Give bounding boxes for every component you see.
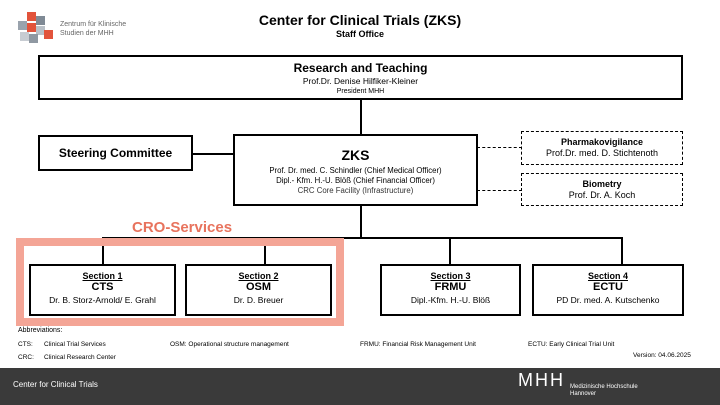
- section-3-box: Section 3 FRMU Dipl.-Kfm. H.-U. Blöß: [380, 264, 521, 316]
- research-person: Prof.Dr. Denise Hilfiker-Kleiner: [302, 76, 419, 86]
- abbr-cts-key: CTS:: [18, 341, 33, 348]
- cro-services-label: CRO-Services: [132, 219, 233, 236]
- zks-line-1: Prof. Dr. med. C. Schindler (Chief Medic…: [269, 166, 442, 175]
- connector-section-4: [621, 237, 623, 265]
- connector-zks-sections: [360, 205, 362, 238]
- section-4-abbr: ECTU: [593, 281, 623, 293]
- section-1-person: Dr. B. Storz-Arnold/ E. Grahl: [49, 295, 156, 305]
- mhh-line-2: Hannover: [570, 391, 597, 397]
- connector-sections-bus: [102, 237, 622, 239]
- abbr-frmu: FRMU: Financial Risk Management Unit: [360, 341, 476, 348]
- footer-center-label: Center for Clinical Trials: [13, 380, 98, 389]
- page-title: Center for Clinical Trials (ZKS): [258, 12, 462, 28]
- research-teaching-box: Research and Teaching Prof.Dr. Denise Hi…: [38, 55, 683, 100]
- connector-zks-pharma: [477, 147, 522, 148]
- pharmakovigilance-box: Pharmakovigilance Prof.Dr. med. D. Stich…: [521, 131, 683, 165]
- connector-section-3: [449, 237, 451, 265]
- biometry-person: Prof. Dr. A. Koch: [568, 190, 636, 200]
- abbr-ectu: ECTU: Early Clinical Trial Unit: [528, 341, 615, 348]
- connector-zks-biometry: [477, 190, 522, 191]
- section-3-person: Dipl.-Kfm. H.-U. Blöß: [410, 295, 491, 305]
- abbr-osm: OSM: Operational structure management: [170, 341, 289, 348]
- section-2-number: Section 2: [238, 271, 279, 281]
- section-4-number: Section 4: [587, 271, 628, 281]
- section-2-box: Section 2 OSM Dr. D. Breuer: [185, 264, 332, 316]
- section-2-abbr: OSM: [245, 281, 272, 293]
- cro-services-frame: [16, 238, 344, 326]
- version-label: Version: 04.06.2025: [633, 352, 691, 359]
- zks-puzzle-logo-icon: [18, 12, 58, 48]
- zks-line-2: Dipl.- Kfm. H.-U. Blöß (Chief Financial …: [276, 176, 435, 185]
- research-role: President MHH: [336, 88, 385, 95]
- steering-label: Steering Committee: [58, 146, 173, 160]
- footer-bar: Center for Clinical Trials MHH Medizinis…: [0, 368, 720, 405]
- zks-box: ZKS Prof. Dr. med. C. Schindler (Chief M…: [233, 134, 478, 206]
- pharma-title: Pharmakovigilance: [560, 137, 644, 147]
- connector-steering-zks: [192, 153, 234, 155]
- section-1-abbr: CTS: [91, 281, 114, 293]
- abbr-cts-value: Clinical Trial Services: [44, 341, 106, 348]
- section-1-number: Section 1: [82, 271, 123, 281]
- section-2-person: Dr. D. Breuer: [233, 295, 284, 305]
- mhh-logo-text: Medizinische Hochschule Hannover: [570, 384, 638, 398]
- zks-line-3: CRC Core Facility (Infrastructure): [297, 186, 414, 195]
- connector-section-2: [264, 237, 266, 265]
- section-4-person: PD Dr. med. A. Kutschenko: [556, 295, 660, 305]
- research-title: Research and Teaching: [293, 61, 428, 75]
- section-1-box: Section 1 CTS Dr. B. Storz-Arnold/ E. Gr…: [29, 264, 176, 316]
- mhh-line-1: Medizinische Hochschule: [570, 384, 638, 390]
- section-3-abbr: FRMU: [434, 281, 467, 293]
- page-subtitle: Staff Office: [335, 29, 384, 39]
- abbreviations-heading: Abbreviations:: [18, 327, 63, 334]
- biometry-box: Biometry Prof. Dr. A. Koch: [521, 173, 683, 206]
- section-4-box: Section 4 ECTU PD Dr. med. A. Kutschenko: [532, 264, 684, 316]
- connector-research-zks: [360, 99, 362, 135]
- abbr-crc-key: CRC:: [18, 354, 34, 361]
- connector-section-1: [102, 237, 104, 265]
- logo-line-1: Zentrum für Klinische: [60, 21, 127, 28]
- pharma-person: Prof.Dr. med. D. Stichtenoth: [545, 148, 659, 158]
- steering-committee-box: Steering Committee: [38, 135, 193, 171]
- abbr-crc-value: Clinical Research Center: [44, 354, 116, 361]
- mhh-logo-icon: MHH: [518, 370, 565, 390]
- zks-title: ZKS: [341, 147, 370, 163]
- section-3-number: Section 3: [430, 271, 471, 281]
- logo-line-2: Studien der MHH: [60, 30, 114, 37]
- biometry-title: Biometry: [582, 179, 622, 189]
- zks-logo-text: Zentrum für Klinische Studien der MHH: [60, 20, 126, 38]
